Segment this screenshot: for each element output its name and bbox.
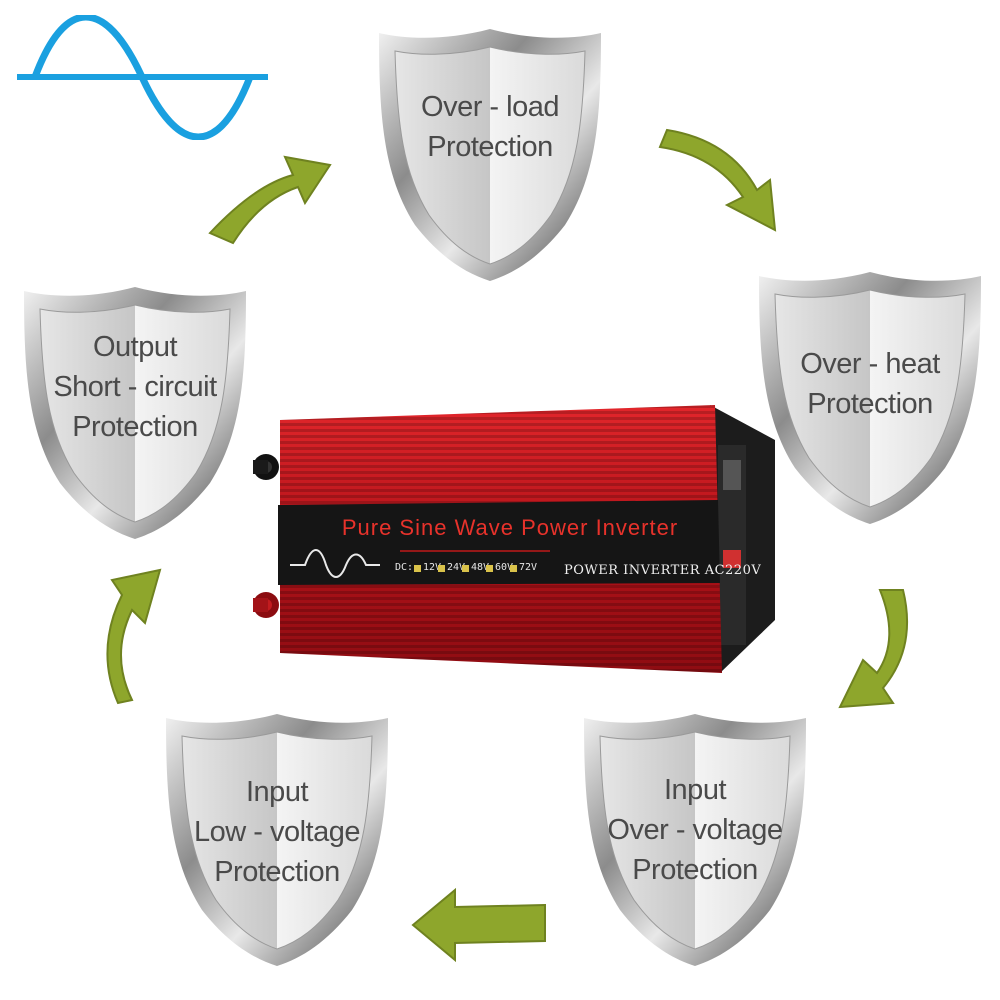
arrow-overvoltage-to-lowvoltage bbox=[410, 885, 550, 965]
sine-wave-icon bbox=[15, 13, 270, 141]
arrow-lowvoltage-to-output bbox=[90, 565, 185, 705]
power-inverter-image bbox=[250, 405, 780, 690]
voltage-indicator bbox=[438, 565, 445, 572]
voltage-indicator bbox=[462, 565, 469, 572]
arrow-output-to-overload bbox=[205, 145, 335, 245]
inverter-voltage: 72V bbox=[519, 562, 538, 573]
arrow-overload-to-overheat bbox=[655, 125, 785, 235]
voltage-indicator bbox=[486, 565, 493, 572]
inverter-voltage: 60V bbox=[495, 562, 514, 573]
inverter-voltage: 24V bbox=[447, 562, 466, 573]
voltage-indicator bbox=[414, 565, 421, 572]
arrow-overheat-to-overvoltage bbox=[825, 585, 915, 715]
inverter-model: POWER INVERTER AC220V bbox=[564, 563, 762, 578]
inverter-voltage: 12V bbox=[423, 562, 442, 573]
inverter-title: Pure Sine Wave Power Inverter bbox=[341, 515, 679, 540]
inverter-dc-label: DC: bbox=[395, 562, 414, 573]
voltage-indicator bbox=[510, 565, 517, 572]
inverter-voltage: 48V bbox=[471, 562, 490, 573]
